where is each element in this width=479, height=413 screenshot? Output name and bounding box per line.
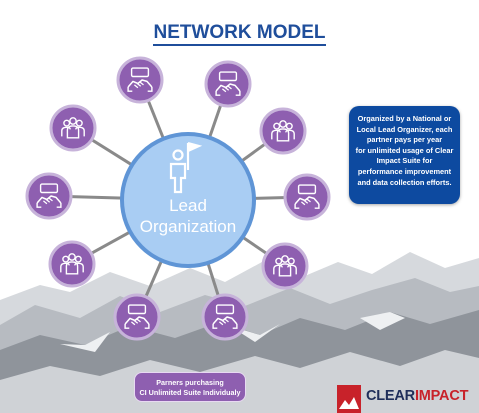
title-text: NETWORK MODEL (153, 22, 326, 46)
info-line: partner pays per year (366, 135, 443, 145)
logo-word-impact: IMPACT (414, 388, 469, 404)
info-line: Organized by a National or (357, 114, 452, 123)
info-line: for unlimited usage of Clear (355, 145, 454, 155)
lead-organization-hub: Lead Organization (120, 132, 256, 268)
partner-node (261, 242, 309, 290)
partner-node (113, 293, 161, 341)
partner-label-line2: CI Unlimited Suite Individualy (139, 388, 241, 397)
logo-mark-icon (337, 385, 361, 413)
partner-label-line1: Parners purchasing (156, 378, 224, 387)
partner-nodes (25, 56, 331, 341)
partner-node (259, 107, 307, 155)
partner-purchase-label: Parners purchasing CI Unlimited Suite In… (134, 372, 246, 402)
logo-wordmark: CLEARIMPACT (366, 388, 468, 404)
person-with-flag-icon (169, 141, 203, 194)
page-title: NETWORK MODEL (0, 22, 479, 46)
clear-impact-logo (337, 385, 361, 413)
info-box: Organized by a National or Local Lead Or… (349, 106, 460, 204)
info-line: and data collection efforts. (357, 177, 452, 187)
info-line: Impact Suite for (376, 156, 433, 166)
partner-node (283, 173, 331, 221)
info-line: performance improvement (357, 166, 452, 176)
partner-node (49, 104, 97, 152)
partner-node (116, 56, 164, 104)
hub-label-line1: Lead (169, 196, 207, 215)
partner-node (25, 172, 73, 220)
logo-word-clear: CLEAR (366, 388, 415, 404)
info-line: Local Lead Organizer, each (356, 124, 453, 134)
partner-node (48, 240, 96, 288)
partner-node (204, 60, 252, 108)
hub-label-line2: Organization (140, 217, 236, 236)
partner-node (201, 293, 249, 341)
